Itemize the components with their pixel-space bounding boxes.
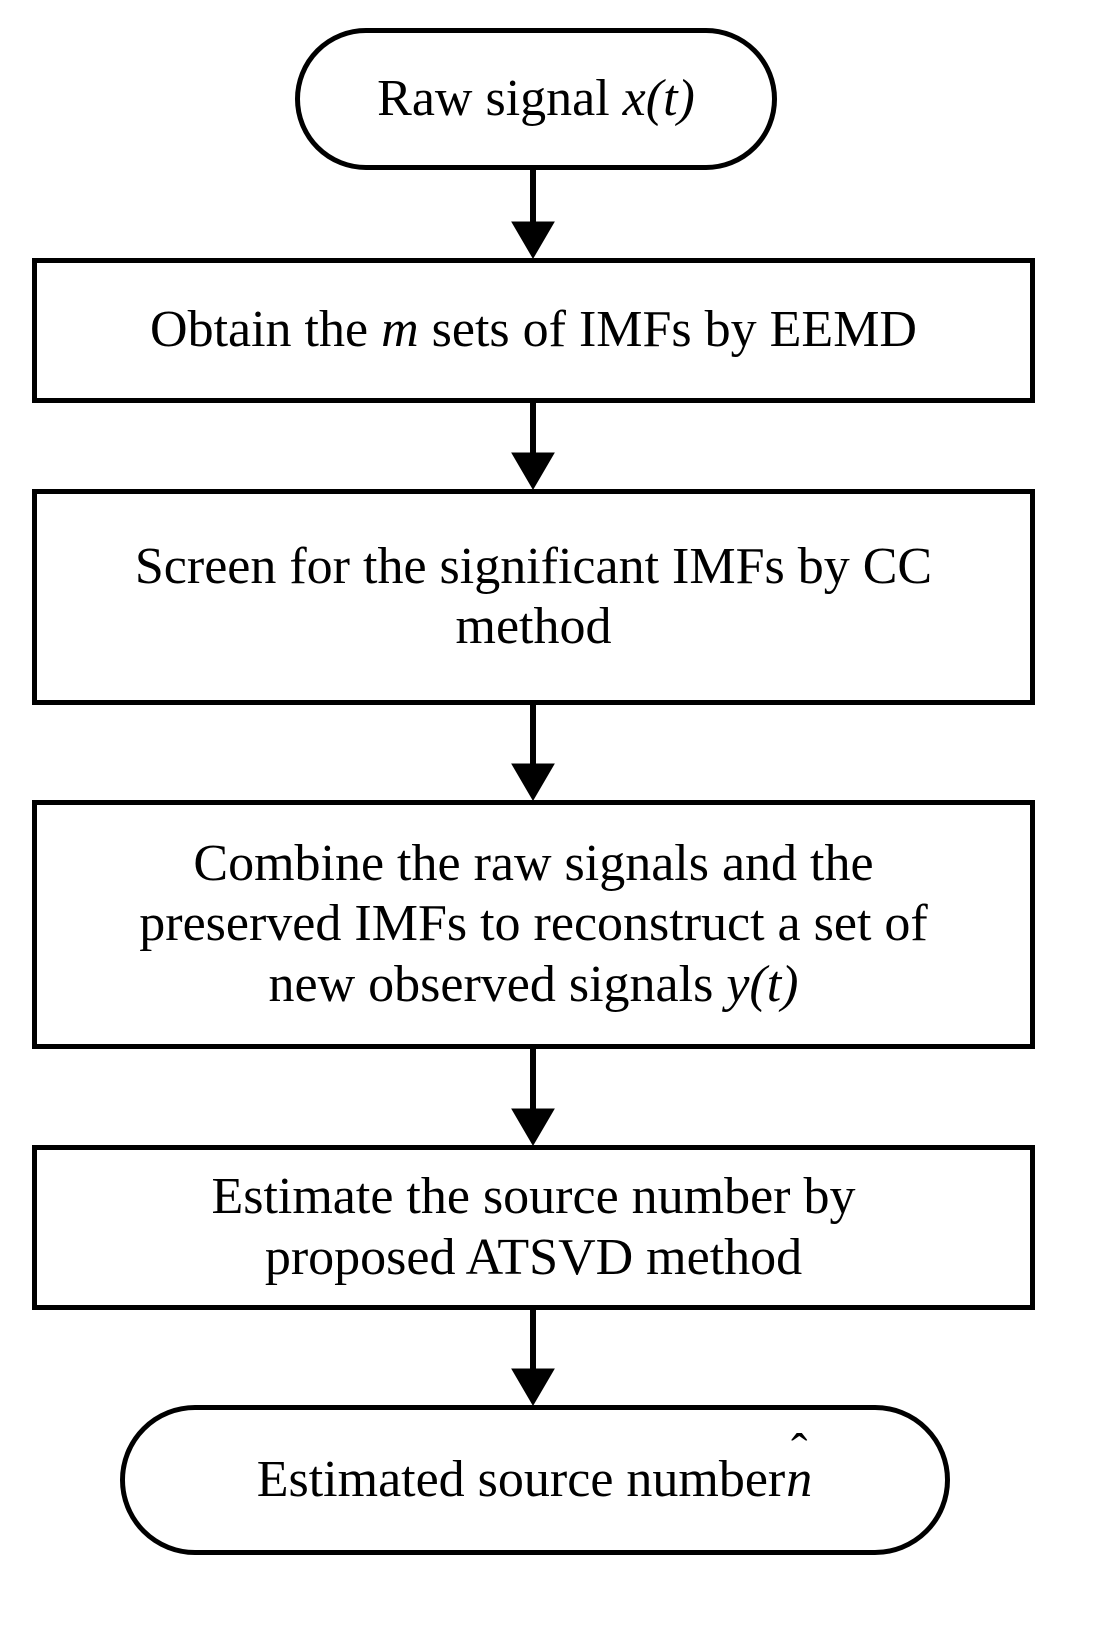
node-combine-reconstruct-line3-math: y(t) xyxy=(726,955,799,1013)
node-estimated-source-number-text: Estimated source number xyxy=(256,1450,786,1508)
node-screen-significant-imfs-line1: Screen for the significant IMFs by CC xyxy=(134,537,933,595)
node-combine-reconstruct-line3-text: new observed signals xyxy=(268,955,727,1013)
node-combine-reconstruct-line1: Combine the raw signals and the xyxy=(193,835,874,893)
down-arrow-icon-3 xyxy=(511,705,555,801)
down-arrow-icon-2 xyxy=(511,403,555,490)
n-symbol: n xyxy=(786,1450,813,1508)
circumflex-accent-icon: ˆ xyxy=(791,1424,808,1480)
node-estimate-source-number-atsvd-line2: proposed ATSVD method xyxy=(264,1228,803,1286)
node-obtain-imfs-eemd-math: m xyxy=(381,301,419,359)
node-raw-signal-text: Raw signal xyxy=(377,69,623,127)
down-arrow-icon-5 xyxy=(511,1310,555,1406)
node-obtain-imfs-eemd-text-before: Obtain the xyxy=(150,301,382,359)
node-raw-signal-label: Raw signal x(t) xyxy=(363,69,709,129)
node-estimate-source-number-atsvd-line1: Estimate the source number by xyxy=(211,1168,856,1226)
node-obtain-imfs-eemd: Obtain the m sets of IMFs by EEMD xyxy=(32,258,1035,403)
node-screen-significant-imfs-line2: method xyxy=(455,598,612,655)
node-raw-signal: Raw signal x(t) xyxy=(295,28,777,170)
node-obtain-imfs-eemd-label: Obtain the m sets of IMFs by EEMD xyxy=(136,300,931,360)
down-arrow-icon-1 xyxy=(511,170,555,259)
node-raw-signal-math: x(t) xyxy=(622,69,695,127)
node-obtain-imfs-eemd-text-after: sets of IMFs by EEMD xyxy=(418,301,917,359)
down-arrow-icon-4 xyxy=(511,1049,555,1146)
node-combine-reconstruct-line2: preserved IMFs to reconstruct a set of xyxy=(139,895,928,953)
